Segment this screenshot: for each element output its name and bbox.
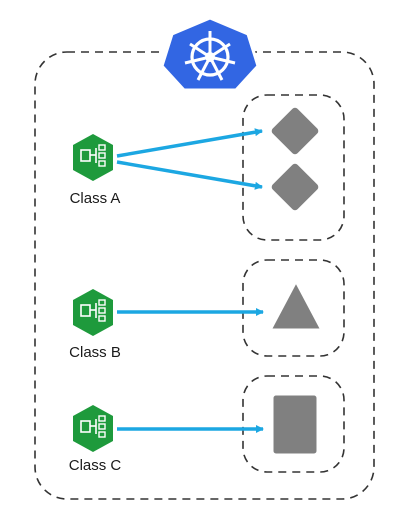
class-a-node: Class A bbox=[70, 134, 121, 207]
service-hexagon-icon bbox=[73, 134, 113, 181]
pod-diamond-1 bbox=[268, 104, 322, 158]
pod-rectangle bbox=[270, 392, 320, 457]
class-b-node: Class B bbox=[69, 289, 121, 361]
pod-group-b bbox=[242, 259, 345, 357]
class-b-label: Class B bbox=[69, 344, 121, 361]
service-hexagon-icon bbox=[73, 289, 113, 336]
class-c-node: Class C bbox=[69, 405, 122, 474]
arrow-class-a-to-diamond-1 bbox=[116, 128, 263, 158]
class-a-label: Class A bbox=[70, 190, 121, 207]
service-hexagon-icon bbox=[73, 405, 113, 452]
pod-triangle bbox=[268, 279, 324, 332]
kubernetes-logo bbox=[160, 16, 260, 92]
pod-group-c bbox=[242, 375, 345, 473]
pod-diamond-2 bbox=[268, 160, 322, 214]
helm-wheel-icon bbox=[184, 31, 236, 81]
class-c-label: Class C bbox=[69, 457, 122, 474]
arrow-class-a-to-diamond-2 bbox=[116, 160, 263, 190]
cluster-boundary bbox=[34, 51, 375, 500]
